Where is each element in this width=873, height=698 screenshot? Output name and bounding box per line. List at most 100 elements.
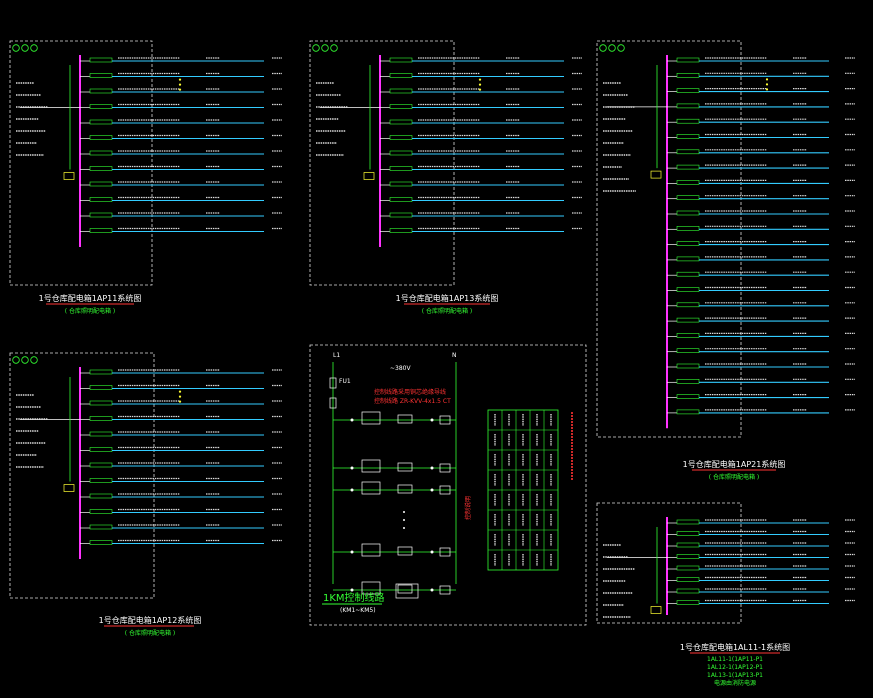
breaker-icon xyxy=(389,150,413,156)
coil-icon xyxy=(439,547,451,557)
meter-icon xyxy=(12,356,20,364)
control-n: N xyxy=(452,352,457,359)
spare-dot xyxy=(178,400,182,403)
breaker-icon xyxy=(676,317,700,323)
panel-al11 xyxy=(603,517,855,618)
breaker-icon xyxy=(676,256,700,262)
breaker-icon xyxy=(389,88,413,94)
continuation-dot xyxy=(403,519,405,521)
breaker-icon xyxy=(389,57,413,63)
breaker-icon xyxy=(676,302,700,308)
meter-icon xyxy=(30,44,38,52)
breaker-icon xyxy=(389,119,413,125)
breaker-icon xyxy=(89,400,113,406)
meter-icon xyxy=(312,44,320,52)
relay-contact-icon xyxy=(361,459,381,473)
caption-ap11: 1号仓库配电箱1AP11系统图 xyxy=(39,293,142,303)
relay-contact-icon xyxy=(397,584,413,594)
control-note1: 控制线路采用铜芯绝缘导线 xyxy=(374,388,446,396)
breaker-icon xyxy=(89,493,113,499)
breaker-icon xyxy=(89,385,113,390)
caption-sub-ap11: ( 仓库照明配电箱 ) xyxy=(65,307,116,315)
al11-note: 1AL13-1(1AP13-P1 xyxy=(707,672,763,679)
meter-icon xyxy=(599,44,607,52)
junction-dot xyxy=(350,466,354,470)
breaker-icon xyxy=(89,462,113,468)
spare-dot xyxy=(178,395,182,398)
panel-ap13 xyxy=(312,44,582,247)
timer-icon xyxy=(395,583,419,599)
spare-dot xyxy=(478,78,482,81)
junction-dot xyxy=(430,488,434,492)
panel-frame-ap12 xyxy=(9,352,155,599)
breaker-icon xyxy=(676,588,700,594)
caption-sub-ap21: ( 仓库照明配电箱 ) xyxy=(709,473,760,481)
breaker-icon xyxy=(89,73,113,78)
meter-icon xyxy=(617,44,625,52)
panel-frame-ap11 xyxy=(9,40,153,286)
breaker-icon xyxy=(89,197,113,202)
breaker-icon xyxy=(389,104,413,109)
caption-ap13: 1号仓库配电箱1AP13系统图 xyxy=(396,293,499,303)
breaker-icon xyxy=(676,378,700,384)
relay-contact-icon xyxy=(397,484,413,494)
relay-contact-icon xyxy=(397,546,413,556)
breaker-icon xyxy=(676,180,700,185)
breaker-icon xyxy=(676,118,700,124)
breaker-icon xyxy=(676,134,700,139)
control-fuse: FU1 xyxy=(339,378,351,385)
breaker-icon xyxy=(676,241,700,246)
breaker-icon xyxy=(389,228,413,233)
control-note2: 控制线路 ZR-KVV-4x1.5 CT xyxy=(374,397,451,405)
breaker-icon xyxy=(89,104,113,109)
junction-dot xyxy=(430,466,434,470)
continuation-dot xyxy=(403,527,405,529)
breaker-icon xyxy=(676,333,700,338)
relay-contact-icon xyxy=(361,481,381,495)
coil-icon xyxy=(439,415,451,425)
breaker-icon xyxy=(676,542,700,548)
breaker-icon xyxy=(676,195,700,200)
al11-note: 电源由消防电源 xyxy=(714,679,756,687)
breaker-icon xyxy=(676,519,700,525)
panel-frame-ap13 xyxy=(309,40,455,286)
spare-dot xyxy=(478,88,482,91)
panel-ap21 xyxy=(599,44,855,429)
breaker-icon xyxy=(676,271,700,277)
breaker-icon xyxy=(89,478,113,483)
spare-dot xyxy=(765,88,769,91)
breaker-icon xyxy=(89,524,113,530)
junction-dot xyxy=(350,418,354,422)
breaker-icon xyxy=(389,197,413,202)
meter-icon xyxy=(330,44,338,52)
breaker-icon xyxy=(676,394,700,399)
meter-icon xyxy=(21,44,29,52)
control-frame xyxy=(309,344,587,626)
breaker-icon xyxy=(89,119,113,125)
relay-contact-icon xyxy=(397,462,413,472)
breaker-icon xyxy=(89,181,113,187)
breaker-icon xyxy=(89,540,113,545)
caption-sub-ap12: ( 仓库照明配电箱 ) xyxy=(125,629,176,637)
junction-dot xyxy=(430,550,434,554)
control-voltage: ~380V xyxy=(390,365,411,372)
breaker-icon xyxy=(676,88,700,93)
spare-dot xyxy=(178,78,182,81)
junction-dot xyxy=(350,550,354,554)
breaker-icon xyxy=(89,88,113,94)
breaker-icon xyxy=(676,57,700,63)
coil-icon xyxy=(439,485,451,495)
relay-contact-icon xyxy=(361,581,381,595)
spare-dot xyxy=(478,83,482,86)
junction-dot xyxy=(430,588,434,592)
breaker-icon xyxy=(676,409,700,415)
continuation-dot xyxy=(403,511,405,513)
breaker-icon xyxy=(676,348,700,354)
breaker-icon xyxy=(89,57,113,63)
breaker-icon xyxy=(676,554,700,559)
al11-note: 1AL11-1(1AP11-P1 xyxy=(707,656,763,663)
breaker-icon xyxy=(389,166,413,171)
breaker-icon xyxy=(89,431,113,437)
breaker-icon xyxy=(676,363,700,369)
